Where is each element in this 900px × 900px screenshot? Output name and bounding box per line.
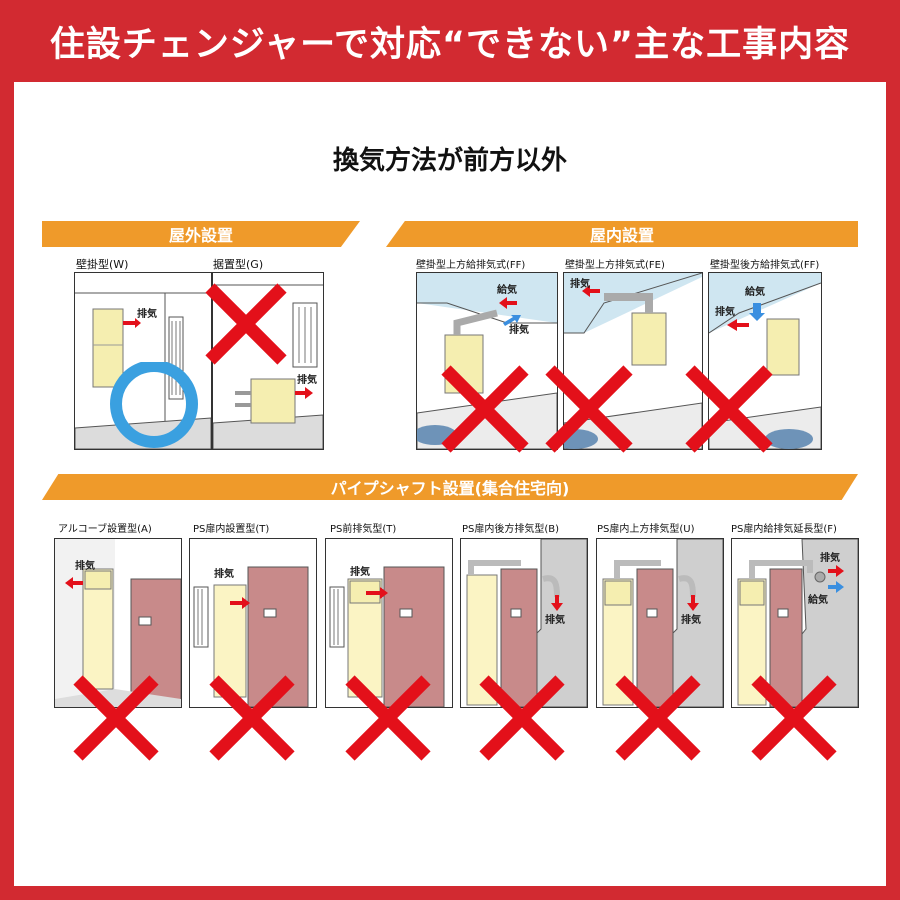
- indoor-ffb-illustration: 給気 排気: [709, 273, 821, 449]
- ps-up-illustration: 排気: [602, 539, 723, 707]
- caption-wall: 壁掛型(W): [76, 258, 129, 271]
- header: 住設チェンジャーで対応“できない”主な工事内容: [0, 0, 900, 82]
- ng-cross-icon-floor: [205, 283, 287, 365]
- fe-exhaust-label: 排気: [570, 277, 590, 290]
- panel-alcove: 排気: [54, 538, 182, 708]
- ng-cross-icon-ffb: [685, 365, 773, 453]
- subtitle: 換気方法が前方以外: [332, 146, 567, 176]
- ps-ext-illustration: 排気 給気: [737, 539, 858, 707]
- page-title: 住設チェンジャーで対応“できない”主な工事内容: [49, 24, 851, 65]
- banner-indoor-label: 屋内設置: [589, 226, 654, 245]
- ng-cross-icon-psup: [615, 675, 701, 761]
- banner-pipe-shaft-label: パイプシャフト設置(集合住宅向): [330, 479, 570, 498]
- caption-psdoor: PS扉内設置型(T): [193, 524, 270, 535]
- ng-cross-icon-fe: [545, 365, 633, 453]
- caption-alcove: アルコーブ設置型(A): [58, 524, 152, 535]
- indoor-fe-illustration: 排気: [564, 273, 702, 449]
- ps-front-illustration: 排気: [329, 565, 445, 707]
- caption-floor: 据置型(G): [213, 258, 264, 271]
- alcove-exhaust-label: 排気: [75, 559, 95, 572]
- caption-psrear: PS扉内後方排気型(B): [462, 524, 560, 535]
- psfront-exhaust-label: 排気: [350, 565, 370, 578]
- banner-outdoor: 屋外設置: [42, 221, 360, 247]
- psdoor-exhaust-label: 排気: [214, 567, 234, 580]
- floor-standing-illustration: 排気: [213, 284, 323, 449]
- banner-indoor: 屋内設置: [386, 221, 858, 247]
- panel-indoor-fe: 排気: [563, 272, 703, 450]
- panel-ps-ext: 排気 給気: [731, 538, 859, 708]
- indoor-ff-illustration: 給気 排気: [417, 273, 557, 449]
- psup-exhaust-label: 排気: [681, 613, 701, 626]
- panel-ps-front: 排気: [325, 538, 453, 708]
- ffb-intake-label: 給気: [745, 285, 765, 298]
- caption-fe: 壁掛型上方排気式(FE): [565, 260, 665, 271]
- psrear-exhaust-label: 排気: [545, 613, 565, 626]
- ng-cross-icon-psext: [751, 675, 837, 761]
- banner-outdoor-label: 屋外設置: [168, 226, 233, 245]
- caption-psext: PS扉内給排気延長型(F): [731, 524, 837, 535]
- psext-exhaust-label: 排気: [820, 551, 840, 564]
- ffb-exhaust-label: 排気: [715, 305, 735, 318]
- ng-cross-icon-ff: [441, 365, 529, 453]
- caption-psfront: PS前排気型(T): [330, 524, 397, 535]
- caption-ffb: 壁掛型後方給排気式(FF): [710, 260, 820, 271]
- panel-ps-door: 排気: [189, 538, 317, 708]
- ng-cross-icon-psfront: [345, 675, 431, 761]
- ff-intake-label: 給気: [497, 283, 517, 296]
- ng-cross-icon-psrear: [479, 675, 565, 761]
- ng-cross-icon-alcove: [73, 675, 159, 761]
- floor-exhaust-label: 排気: [297, 373, 317, 386]
- ok-circle-icon: [110, 362, 198, 448]
- psext-intake-label: 給気: [808, 593, 828, 606]
- panel-ps-up: 排気: [596, 538, 724, 708]
- panel-indoor-ff: 給気 排気: [416, 272, 558, 450]
- ff-exhaust-label: 排気: [509, 323, 529, 336]
- panel-indoor-ffb: 給気 排気: [708, 272, 822, 450]
- caption-ff: 壁掛型上方給排気式(FF): [416, 260, 526, 271]
- ng-cross-icon-psdoor: [209, 675, 295, 761]
- caption-psup: PS扉内上方排気型(U): [597, 524, 695, 535]
- wall-exhaust-label: 排気: [137, 307, 157, 320]
- banner-pipe-shaft: パイプシャフト設置(集合住宅向): [42, 474, 858, 500]
